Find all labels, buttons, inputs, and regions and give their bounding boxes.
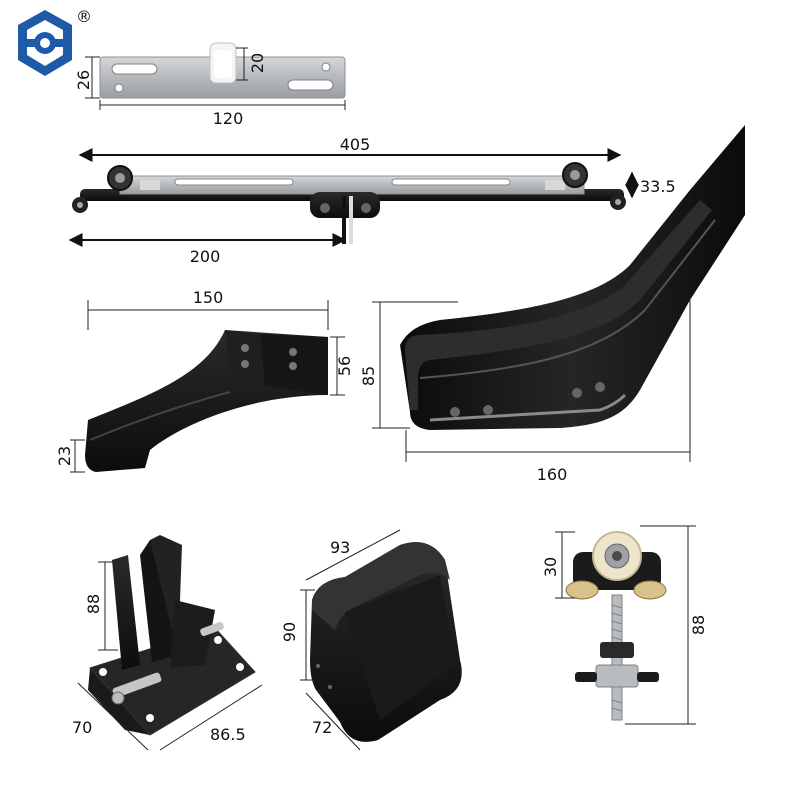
plate-width-label: 120 (213, 109, 244, 128)
rail-dimensions: 85 160 (359, 300, 691, 484)
end-cap-depth-label: 72 (312, 718, 332, 737)
rail-height-label: 85 (359, 366, 378, 386)
bracket-height-label: 56 (335, 356, 354, 376)
roller-total-label: 88 (689, 615, 708, 635)
plate-dimensions: 26 20 120 (74, 47, 346, 128)
roller-wheel-label: 30 (541, 557, 560, 577)
track-height-label: 33.5 (640, 177, 676, 196)
stopper-height-label: 20 (248, 53, 267, 73)
wall-bracket (88, 535, 256, 736)
end-cap-width-label: 93 (330, 538, 350, 557)
bracket-width-label: 150 (193, 288, 224, 307)
end-cap-height-label: 90 (280, 622, 299, 642)
bracket-end-height-label: 23 (55, 446, 74, 466)
end-cap (310, 542, 462, 742)
track-half-length-label: 200 (190, 247, 221, 266)
soft-close-track (72, 162, 626, 244)
registered-mark: ® (76, 7, 92, 26)
rail-width-label: 160 (537, 465, 568, 484)
end-bracket (85, 330, 328, 472)
wall-bracket-width-label: 86.5 (210, 725, 246, 744)
track-length-label: 405 (340, 135, 371, 154)
bracket-dimensions: 150 56 23 (55, 288, 354, 473)
hanging-roller (565, 531, 667, 721)
mounting-plate (99, 42, 346, 99)
hexagon-logo (18, 10, 72, 76)
curved-rail (400, 125, 745, 430)
roller-dimensions: 30 88 (541, 525, 708, 725)
end-cap-dimensions: 93 90 72 (280, 529, 401, 751)
wall-bracket-dimensions: 88 70 86.5 (72, 561, 263, 751)
wall-bracket-height-label: 88 (84, 594, 103, 614)
track-dimensions: 405 200 33.5 (68, 135, 676, 266)
plate-height-label: 26 (74, 70, 93, 90)
wall-bracket-depth-label: 70 (72, 718, 92, 737)
